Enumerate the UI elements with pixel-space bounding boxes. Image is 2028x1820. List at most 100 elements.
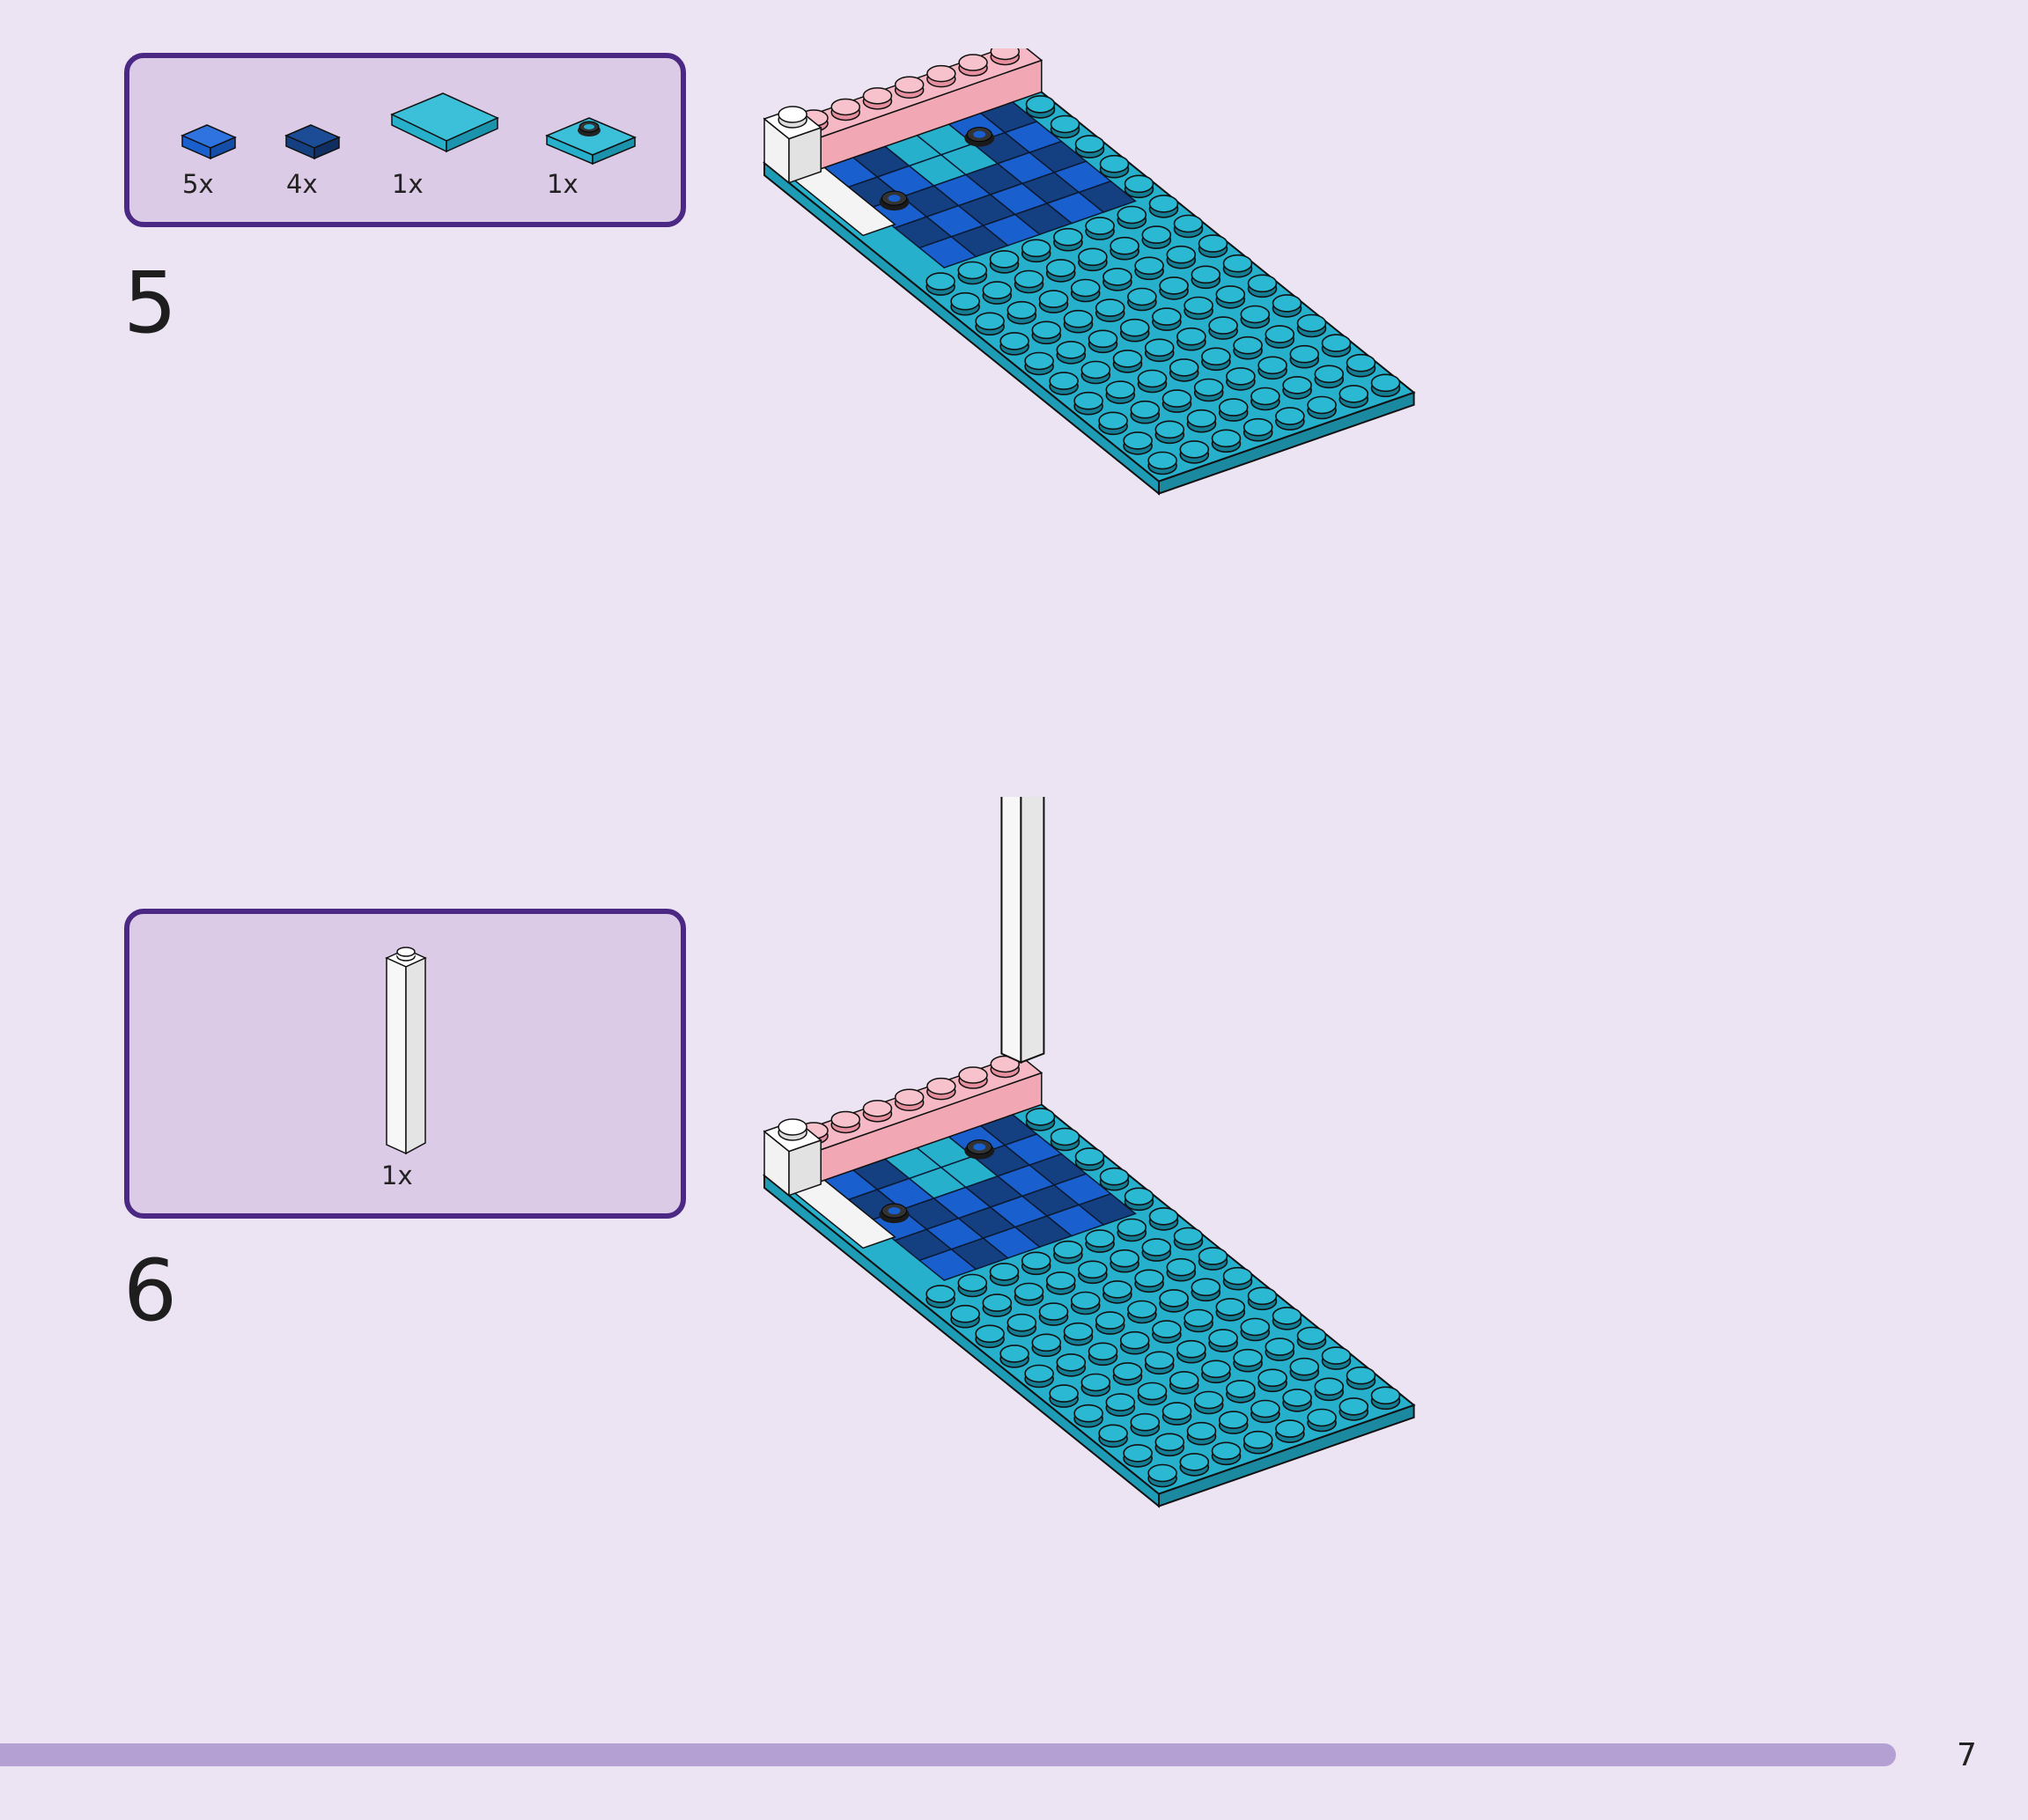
jumper-stud bbox=[973, 1143, 986, 1151]
part-qty: 1x bbox=[381, 1161, 413, 1190]
baseplate-stud bbox=[1314, 1377, 1345, 1396]
baseplate-stud bbox=[1226, 367, 1256, 386]
baseplate-stud bbox=[1141, 225, 1172, 244]
jumper-stud bbox=[888, 195, 901, 203]
baseplate-stud bbox=[1184, 1308, 1213, 1328]
baseplate-stud bbox=[1176, 1339, 1206, 1359]
baseplate-stud bbox=[1130, 400, 1161, 419]
baseplate-stud bbox=[1073, 391, 1103, 410]
baseplate-stud bbox=[1123, 1444, 1153, 1463]
baseplate-stud bbox=[1208, 1329, 1238, 1347]
baseplate-stud bbox=[1321, 334, 1352, 352]
baseplate-stud bbox=[1053, 227, 1083, 247]
baseplate-stud bbox=[1198, 1247, 1228, 1265]
baseplate-stud bbox=[1257, 356, 1287, 375]
baseplate-stud bbox=[1144, 1351, 1175, 1370]
baseplate-stud bbox=[1211, 1441, 1242, 1461]
baseplate-stud bbox=[1275, 1419, 1305, 1438]
baseplate-stud bbox=[1193, 1390, 1224, 1410]
baseplate-stud bbox=[1063, 1322, 1094, 1341]
baseplate-stud bbox=[1105, 380, 1136, 399]
baseplate-stud bbox=[1056, 341, 1087, 359]
baseplate-stud bbox=[1226, 1380, 1256, 1398]
baseplate-stud bbox=[1049, 372, 1079, 390]
step-5-build-illustration bbox=[762, 48, 1416, 496]
pink-stud bbox=[830, 98, 860, 116]
pink-stud bbox=[958, 54, 988, 71]
baseplate-stud bbox=[1098, 1424, 1128, 1443]
baseplate-stud bbox=[1191, 1278, 1221, 1297]
baseplate-stud bbox=[1208, 316, 1238, 335]
baseplate-stud bbox=[1243, 417, 1273, 437]
baseplate-stud bbox=[1218, 1411, 1249, 1429]
baseplate-stud bbox=[1161, 389, 1192, 408]
baseplate-stud bbox=[1240, 1317, 1271, 1337]
baseplate-stud bbox=[957, 1273, 988, 1293]
part-qty: 1x bbox=[392, 169, 424, 199]
baseplate-stud bbox=[1137, 369, 1168, 388]
baseplate-stud bbox=[1272, 1307, 1302, 1325]
baseplate-stud bbox=[1031, 321, 1062, 340]
baseplate-stud bbox=[1193, 378, 1224, 397]
baseplate-stud bbox=[1154, 1433, 1185, 1452]
baseplate-stud bbox=[1110, 236, 1139, 255]
baseplate-stud bbox=[1110, 1249, 1139, 1268]
baseplate-stud bbox=[1148, 195, 1179, 213]
page-number: 7 bbox=[1957, 1737, 1977, 1773]
baseplate-stud bbox=[1247, 274, 1278, 293]
white-stud bbox=[778, 1118, 808, 1136]
pink-stud bbox=[990, 48, 1020, 61]
pink-stud bbox=[958, 1066, 988, 1084]
parts-box-step-6: 1x bbox=[124, 909, 686, 1219]
pink-stud bbox=[894, 1088, 925, 1106]
baseplate-stud bbox=[1296, 1326, 1327, 1345]
baseplate-stud bbox=[1038, 1302, 1069, 1321]
baseplate-stud bbox=[1191, 265, 1221, 284]
baseplate-stud bbox=[1370, 1386, 1401, 1405]
baseplate-stud bbox=[1250, 387, 1280, 406]
baseplate-stud bbox=[1218, 398, 1249, 416]
baseplate-stud bbox=[1014, 269, 1044, 289]
baseplate-stud bbox=[1233, 1348, 1263, 1367]
baseplate-stud bbox=[1025, 1108, 1056, 1126]
baseplate-stud bbox=[1243, 1430, 1273, 1449]
baseplate-stud bbox=[926, 1285, 955, 1303]
baseplate-stud bbox=[1307, 1408, 1337, 1427]
baseplate-stud bbox=[1021, 1251, 1051, 1271]
baseplate-stud bbox=[1070, 1291, 1101, 1310]
baseplate-stud bbox=[1186, 1421, 1217, 1441]
baseplate-stud bbox=[1124, 174, 1154, 194]
white-pillar-side bbox=[1020, 797, 1045, 1065]
baseplate-stud bbox=[1045, 259, 1076, 277]
white-stud bbox=[778, 106, 808, 123]
baseplate-stud bbox=[1272, 294, 1302, 313]
baseplate-stud bbox=[1050, 114, 1080, 134]
baseplate-stud bbox=[950, 1304, 980, 1323]
baseplate-stud bbox=[1074, 135, 1105, 153]
baseplate-stud bbox=[1166, 1257, 1197, 1277]
baseplate-stud bbox=[975, 312, 1005, 331]
baseplate-stud bbox=[1275, 407, 1305, 425]
baseplate-stud bbox=[1201, 347, 1231, 366]
baseplate-stud bbox=[1099, 1167, 1130, 1186]
page-progress-bar bbox=[0, 1743, 1896, 1766]
baseplate-stud bbox=[1123, 431, 1153, 450]
baseplate-stud bbox=[1078, 247, 1108, 267]
baseplate-stud bbox=[1215, 285, 1246, 304]
baseplate-stud bbox=[1179, 1453, 1210, 1471]
part-qty: 1x bbox=[547, 169, 579, 199]
part-qty: 5x bbox=[182, 169, 214, 199]
baseplate-stud bbox=[1240, 305, 1271, 324]
baseplate-stud bbox=[1127, 287, 1157, 306]
baseplate-stud bbox=[1201, 1359, 1231, 1379]
baseplate-stud bbox=[1085, 217, 1115, 235]
baseplate-stud bbox=[1148, 1207, 1179, 1226]
baseplate-stud bbox=[1265, 325, 1295, 343]
azure-jumper-plate-icon bbox=[545, 117, 637, 166]
baseplate-stud bbox=[1141, 1238, 1172, 1256]
step-number: 6 bbox=[123, 1242, 178, 1340]
baseplate-stud bbox=[1169, 1371, 1199, 1389]
baseplate-stud bbox=[926, 272, 955, 291]
baseplate-stud bbox=[1198, 234, 1228, 253]
baseplate-stud bbox=[1250, 1399, 1280, 1418]
